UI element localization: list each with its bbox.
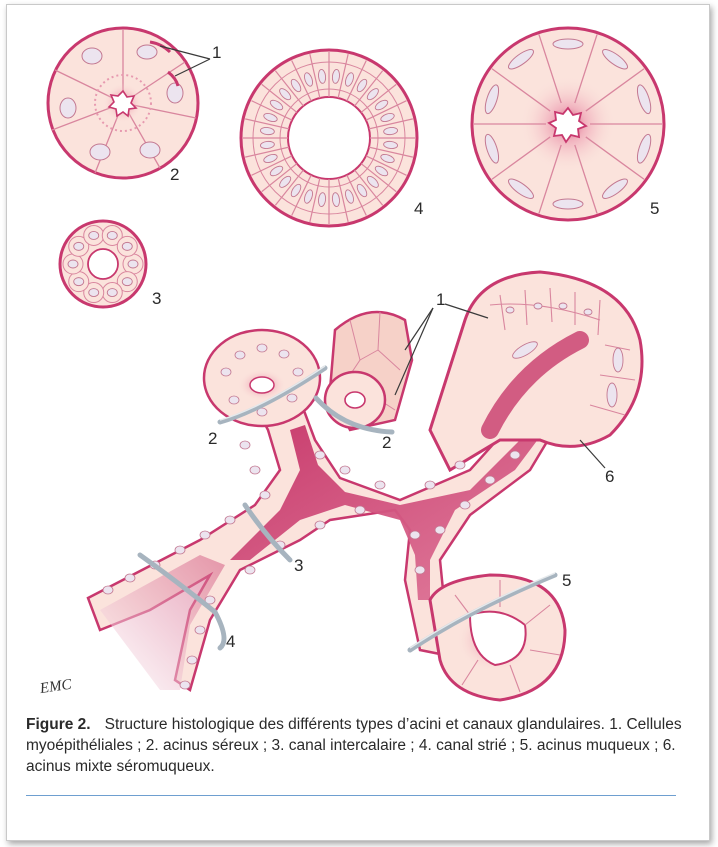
figure-number: Figure 2.	[26, 716, 91, 733]
label-1-middle: 1	[436, 290, 445, 309]
label-2-middle: 2	[382, 433, 391, 452]
striated-duct-top	[241, 50, 417, 226]
emc-logo: EMC	[38, 677, 74, 698]
label-4-duct: 4	[226, 632, 235, 651]
intercalated-duct-top	[60, 221, 146, 307]
label-4-top: 4	[414, 199, 423, 218]
caption-rule	[26, 795, 676, 796]
figure-caption: Figure 2.Structure histologique des diff…	[26, 714, 686, 777]
label-6: 6	[605, 467, 614, 486]
label-3-top: 3	[152, 289, 161, 308]
label-3-duct: 3	[294, 556, 303, 575]
mucous-acinus-top	[472, 28, 664, 220]
label-5-top: 5	[650, 199, 659, 218]
label-2-left: 2	[208, 429, 217, 448]
label-1-top: 1	[212, 43, 221, 62]
gland-tree	[88, 272, 642, 700]
label-2-top: 2	[170, 165, 179, 184]
caption-text: Structure histologique des différents ty…	[26, 716, 682, 775]
label-5-bottom: 5	[562, 571, 571, 590]
